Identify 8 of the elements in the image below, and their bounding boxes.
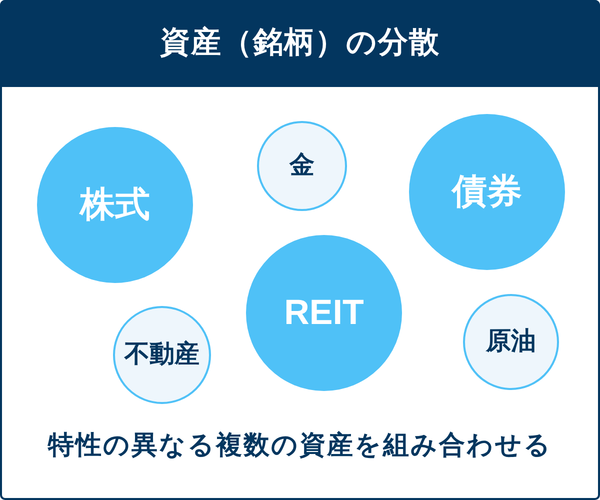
- asset-label: 原油: [486, 328, 536, 356]
- asset-label: 不動産: [124, 341, 200, 369]
- asset-label: 債券: [452, 172, 522, 212]
- title: 資産（銘柄）の分散: [160, 26, 440, 61]
- asset-label: REIT: [284, 294, 364, 332]
- asset-label: 株式: [80, 186, 150, 224]
- asset-label: 金: [290, 152, 314, 180]
- caption: 特性の異なる複数の資産を組み合わせる: [48, 430, 552, 460]
